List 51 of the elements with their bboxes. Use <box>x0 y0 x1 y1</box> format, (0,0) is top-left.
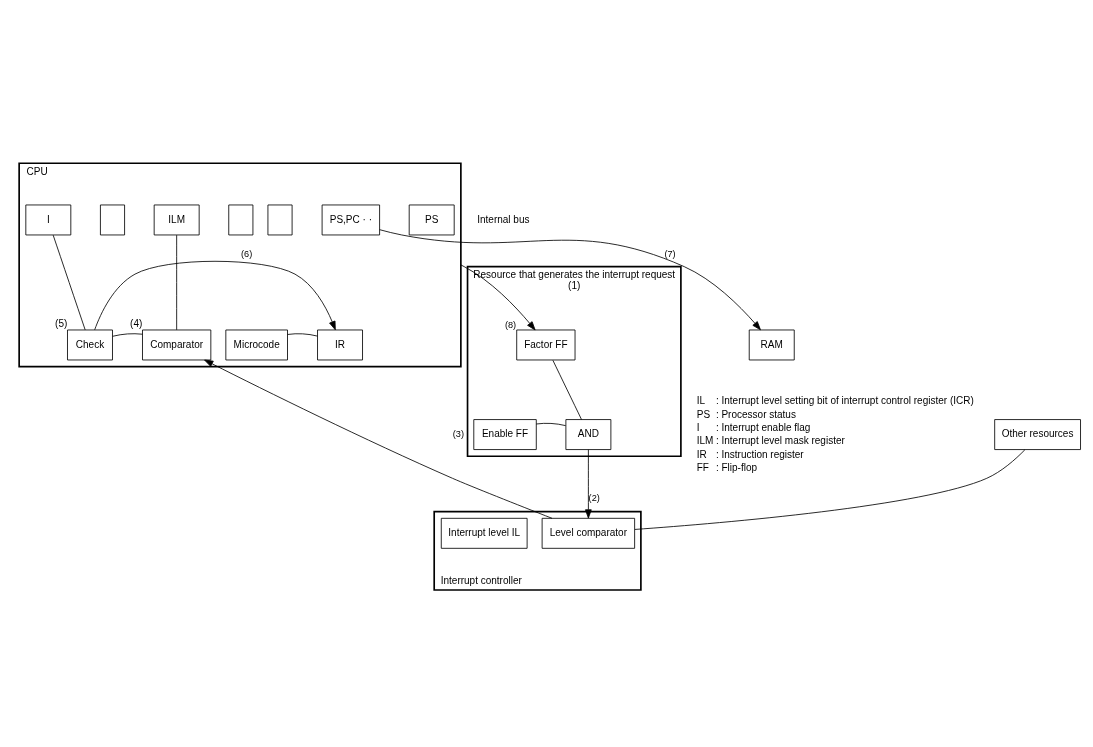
label: : Processor status <box>715 408 796 420</box>
edge-label: (3) <box>452 428 464 439</box>
label: : Interrupt level setting bit of interrupt control register (ICR) <box>715 394 974 406</box>
node-label: (1) <box>568 279 581 291</box>
edge-label: (6) <box>241 248 253 259</box>
connector <box>52 234 86 330</box>
node-box: Enable FF <box>473 418 537 450</box>
node-box: PS,PC · · <box>321 204 381 235</box>
label: : Interrupt enable flag <box>715 421 811 433</box>
connector <box>112 332 143 337</box>
node-box: PS <box>408 204 455 235</box>
node-box <box>228 204 254 235</box>
connector <box>535 422 566 426</box>
edge-label: (8) <box>504 319 517 330</box>
node-box: Other resources <box>994 418 1081 450</box>
node-box: IR <box>317 329 363 360</box>
label: : Flip-flop <box>715 461 758 473</box>
node-label: (4) <box>130 317 143 329</box>
label: PS <box>696 408 711 420</box>
label: : Instruction register <box>715 448 804 460</box>
node-box: Microcode <box>225 329 288 360</box>
arrow <box>585 448 592 519</box>
label: ILM <box>696 434 714 446</box>
connector <box>552 359 582 420</box>
label: FF <box>696 461 709 473</box>
node-box <box>100 204 125 235</box>
node-box: I <box>25 204 72 235</box>
label: : Interrupt level mask register <box>715 434 845 446</box>
arrow <box>204 359 553 519</box>
label: Internal bus <box>477 213 530 225</box>
node-box: Check <box>67 329 113 360</box>
node-box: Level comparator <box>541 517 636 549</box>
node-box: Comparator <box>142 329 212 360</box>
node-box: ILM <box>153 204 200 235</box>
node-box: Interrupt level IL <box>440 517 528 549</box>
node-label: (5) <box>55 317 68 329</box>
edge-label: (7) <box>664 248 676 259</box>
node-box: RAM <box>748 329 795 360</box>
connector <box>634 448 1026 530</box>
label: IL <box>696 394 706 406</box>
arrow <box>379 228 761 330</box>
arrow <box>94 260 336 330</box>
node-box: Factor FF <box>516 329 576 360</box>
node-box: AND <box>565 418 612 450</box>
label: I <box>696 421 700 433</box>
connector <box>176 234 178 330</box>
edge-label: (2) <box>588 492 600 503</box>
label: IR <box>696 448 707 460</box>
node-box <box>267 204 293 235</box>
connector <box>287 332 318 336</box>
arrow <box>460 264 536 330</box>
